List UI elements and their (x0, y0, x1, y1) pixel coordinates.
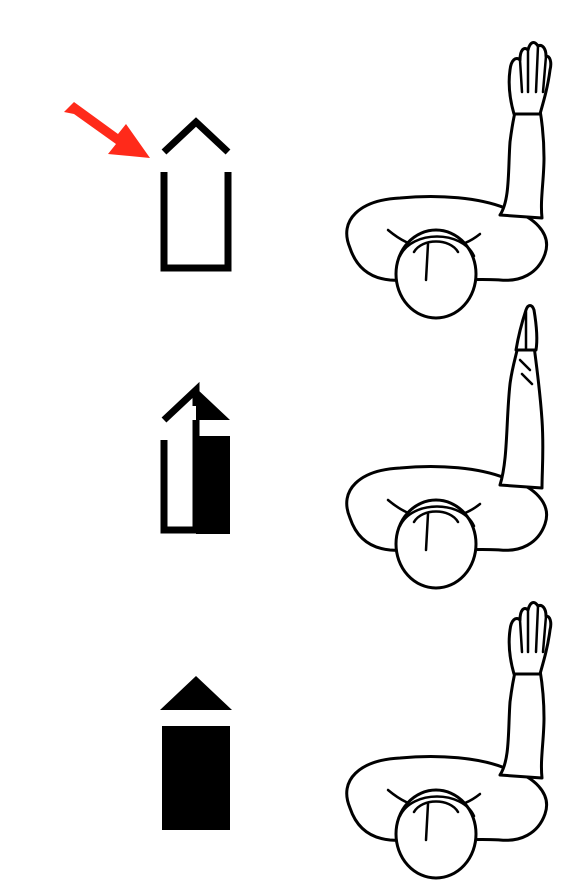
outline-arrow-icon (150, 110, 250, 280)
half-filled-arrow-icon (150, 380, 250, 550)
person-raised-arm-icon (330, 30, 560, 330)
person-raised-arm-icon (330, 590, 560, 890)
row-half-filled-arrow (0, 290, 579, 570)
filled-arrow-icon (150, 670, 250, 840)
row-outline-arrow (0, 20, 579, 300)
row-filled-arrow (0, 580, 579, 860)
diagram-canvas (0, 0, 579, 869)
person-raised-arm-icon (330, 300, 560, 600)
red-pointer-arrow-icon (60, 100, 160, 160)
